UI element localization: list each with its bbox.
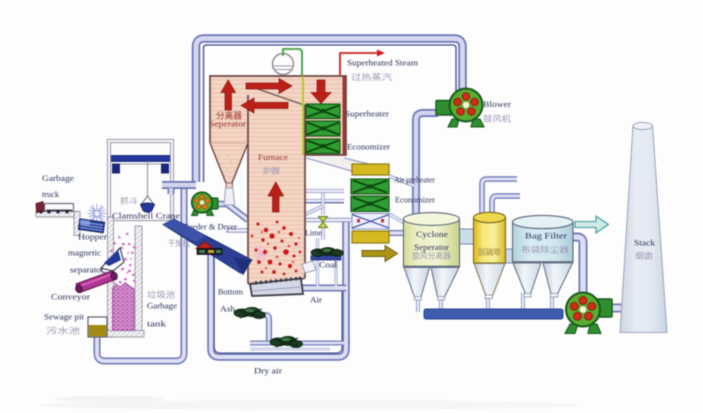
svg-text:Economizer: Economizer	[347, 142, 390, 152]
svg-text:Cyclone: Cyclone	[416, 229, 448, 239]
svg-text:干燥机: 干燥机	[168, 238, 191, 248]
svg-text:Economizer: Economizer	[395, 195, 435, 205]
svg-text:过热蒸汽: 过热蒸汽	[351, 72, 392, 82]
svg-text:污水池: 污水池	[46, 326, 80, 336]
svg-text:Coal: Coal	[319, 260, 338, 270]
svg-text:Bottom: Bottom	[218, 287, 243, 297]
svg-text:Bag Filter: Bag Filter	[525, 231, 567, 241]
svg-text:Seperator: Seperator	[209, 119, 246, 129]
svg-text:Sewage pit: Sewage pit	[44, 312, 85, 322]
svg-text:Conveyor: Conveyor	[51, 292, 90, 302]
svg-text:Dry air: Dry air	[254, 366, 282, 376]
svg-text:炉膛: 炉膛	[263, 166, 280, 176]
svg-text:垃圾池: 垃圾池	[147, 290, 175, 300]
svg-text:separator: separator	[70, 265, 104, 275]
svg-text:Ash: Ash	[220, 304, 236, 314]
svg-text:Hopper: Hopper	[78, 232, 107, 242]
svg-text:Blower: Blower	[483, 99, 511, 109]
svg-text:Lime: Lime	[305, 228, 322, 238]
svg-text:Air: Air	[310, 295, 322, 305]
svg-text:Garbage: Garbage	[42, 173, 74, 183]
svg-text:Superheater: Superheater	[345, 109, 389, 119]
svg-text:旋风分离器: 旋风分离器	[412, 251, 451, 261]
svg-text:分离器: 分离器	[216, 110, 242, 121]
svg-text:布袋除尘器: 布袋除尘器	[521, 245, 569, 255]
svg-text:Stack: Stack	[634, 238, 656, 248]
svg-text:鼓风机: 鼓风机	[483, 114, 512, 124]
svg-text:magnetic: magnetic	[68, 248, 101, 258]
svg-text:Air preheater: Air preheater	[394, 175, 435, 185]
svg-text:Furnace: Furnace	[258, 152, 288, 162]
svg-text:truck: truck	[42, 189, 60, 199]
svg-text:Seperator: Seperator	[414, 242, 449, 252]
svg-text:Feeder & Dryer: Feeder & Dryer	[184, 222, 237, 232]
svg-text:Superheated Steam: Superheated Steam	[347, 58, 418, 68]
svg-text:tank: tank	[147, 319, 167, 329]
svg-text:脱硫塔: 脱硫塔	[478, 247, 501, 257]
svg-text:Clamshell Crane: Clamshell Crane	[112, 211, 180, 221]
svg-text:烟囱: 烟囱	[635, 251, 653, 261]
svg-text:Garbage: Garbage	[147, 301, 177, 311]
svg-text:抓斗: 抓斗	[120, 196, 138, 206]
